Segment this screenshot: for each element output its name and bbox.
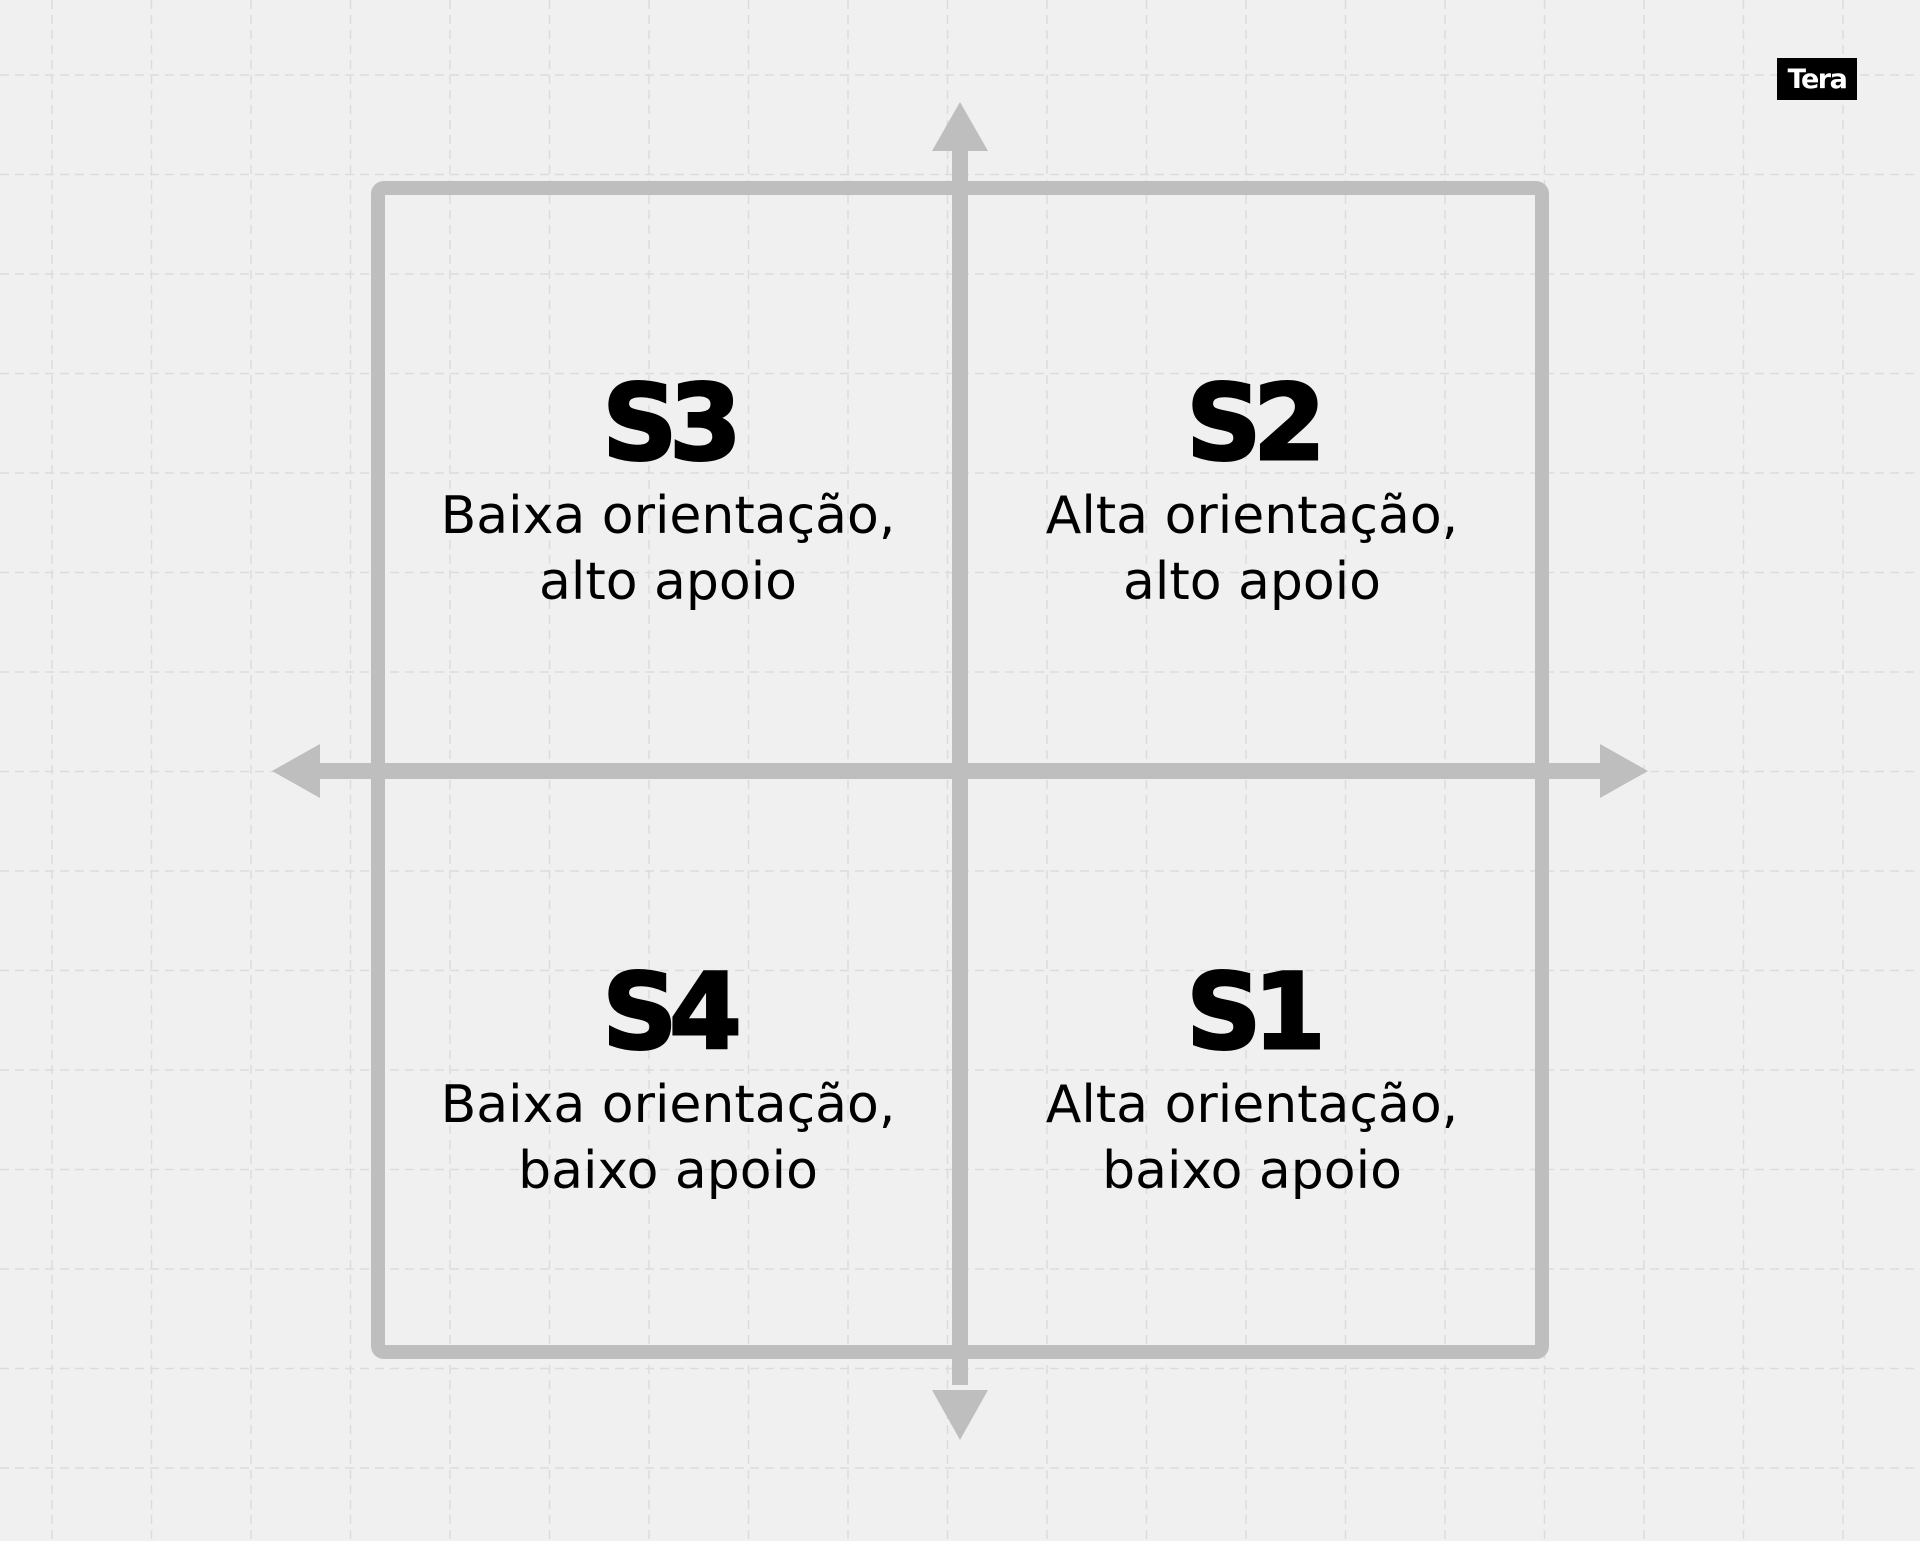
brand-logo: Tera bbox=[1777, 58, 1857, 100]
quadrant-code: S4 bbox=[601, 951, 743, 1073]
quadrant-code: S3 bbox=[601, 362, 743, 484]
arrow-left-icon bbox=[272, 744, 320, 798]
quadrant-description: Alta orientação, baixo apoio bbox=[1045, 1075, 1459, 1201]
quadrant-code: S2 bbox=[1185, 362, 1327, 484]
quadrant-code: S1 bbox=[1185, 951, 1327, 1073]
quadrant-description: Alta orientação, alto apoio bbox=[1045, 486, 1459, 612]
arrow-right-icon bbox=[1600, 744, 1648, 798]
arrow-up-icon bbox=[932, 102, 988, 151]
quadrant-bottom-left: S4 Baixa orientação, baixo apoio bbox=[398, 951, 938, 1204]
arrow-down-icon bbox=[932, 1390, 988, 1440]
quadrant-top-right: S2 Alta orientação, alto apoio bbox=[982, 362, 1522, 615]
quadrant-bottom-right: S1 Alta orientação, baixo apoio bbox=[982, 951, 1522, 1204]
quadrant-top-left: S3 Baixa orientação, alto apoio bbox=[398, 362, 938, 615]
quadrant-description: Baixa orientação, alto apoio bbox=[440, 486, 896, 612]
quadrant-description: Baixa orientação, baixo apoio bbox=[440, 1075, 896, 1201]
